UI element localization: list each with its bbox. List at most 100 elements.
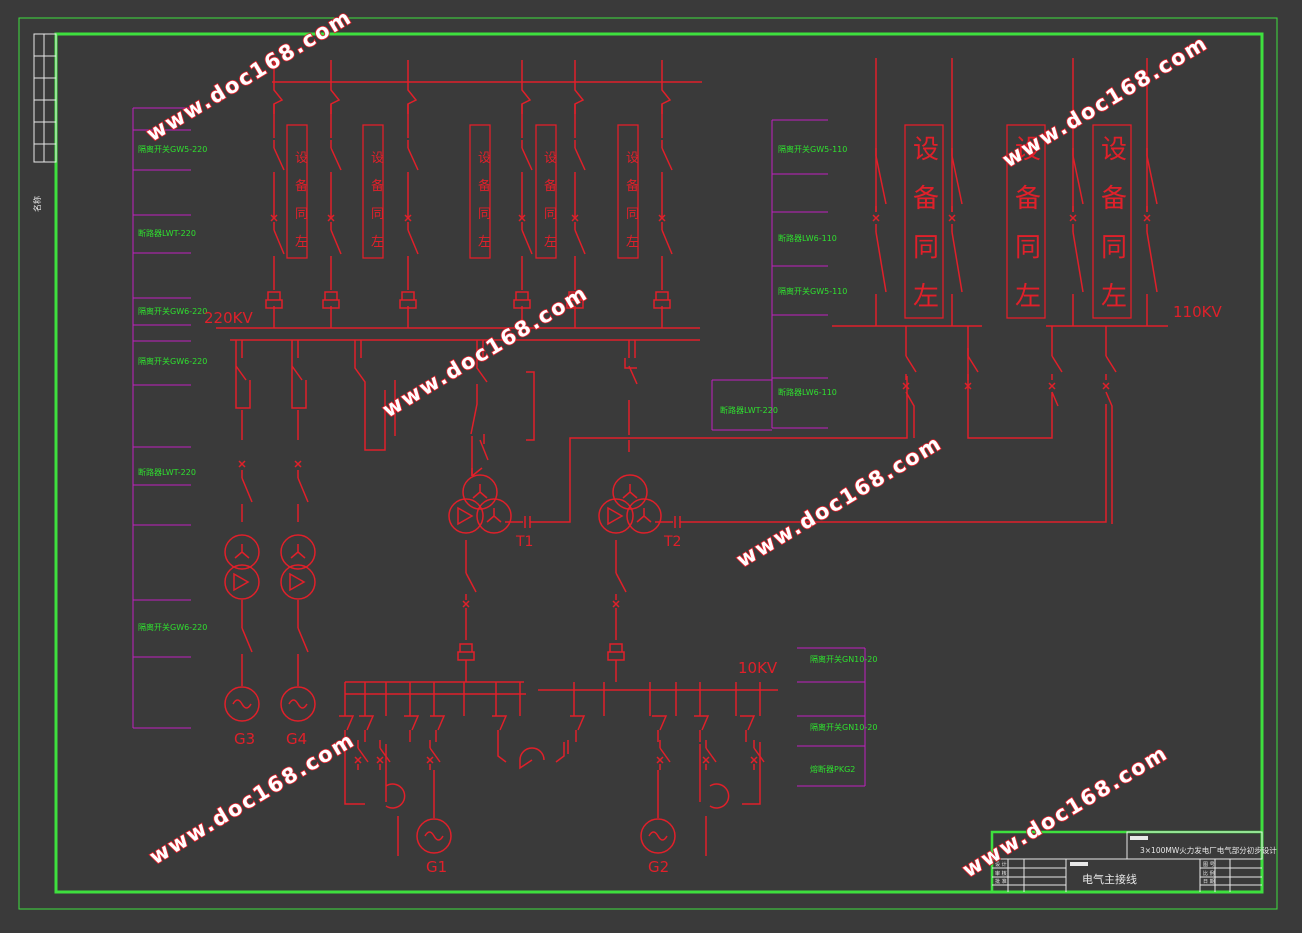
generator xyxy=(640,818,676,854)
title-block: 3×100MW火力发电厂电气部分初步设计 电气主接线 设 计 审 核 批 准 图… xyxy=(990,830,1277,894)
device-box xyxy=(617,124,639,259)
wire xyxy=(659,747,671,763)
legend-label: 熔断器PKG2 xyxy=(810,764,855,774)
wire xyxy=(379,747,391,763)
device-box-char: 左 xyxy=(478,235,491,250)
breaker-x xyxy=(750,756,758,764)
t1-tie xyxy=(505,376,908,528)
device-box xyxy=(469,124,491,259)
wire xyxy=(330,147,342,171)
bus-10-label: 10KV xyxy=(738,659,778,677)
generator-label-g2: G2 xyxy=(648,858,669,876)
wire xyxy=(1146,155,1158,205)
device-box-char: 同 xyxy=(1015,233,1041,263)
wire xyxy=(521,229,533,255)
device-box-char: 左 xyxy=(1015,282,1041,312)
legend-label: 隔离开关GW5-110 xyxy=(778,286,847,296)
legend-label: 隔离开关GW5-110 xyxy=(778,144,847,154)
breaker-x xyxy=(948,214,956,222)
feeder-switch xyxy=(661,82,672,114)
wire xyxy=(574,147,586,171)
star xyxy=(290,544,306,559)
device-box-char: 备 xyxy=(626,178,639,194)
device-box-char: 设 xyxy=(626,151,639,166)
device-box-char: 备 xyxy=(1015,184,1041,214)
branch-10 xyxy=(492,715,508,742)
legend-label: 断路器LWT-220 xyxy=(138,467,196,477)
device-box-char: 同 xyxy=(295,207,308,222)
device-box-char: 设 xyxy=(1101,135,1127,165)
transformer-winding xyxy=(448,498,484,534)
branch xyxy=(354,358,386,451)
branch-10 xyxy=(339,715,355,742)
branch xyxy=(470,358,488,435)
wire xyxy=(429,747,441,763)
transformer-winding xyxy=(224,534,260,570)
delta xyxy=(233,572,250,592)
device-box-char: 备 xyxy=(1101,184,1127,214)
star xyxy=(234,544,250,559)
device-box-char: 设 xyxy=(295,151,308,166)
fuse-group xyxy=(526,371,535,441)
breaker-x xyxy=(238,460,246,468)
branch-10 xyxy=(652,715,668,742)
device-box-char: 备 xyxy=(295,178,308,194)
legend-label: 断路器LW6-110 xyxy=(778,387,837,397)
device-box-char: 左 xyxy=(913,282,939,312)
breaker-x xyxy=(462,600,470,608)
branch xyxy=(624,358,638,452)
transformer-winding xyxy=(224,564,260,600)
breaker-x xyxy=(1143,214,1151,222)
branch-10 xyxy=(359,715,375,742)
delta xyxy=(289,572,306,592)
watermark-6: www.doc168.com xyxy=(958,741,1172,883)
wire xyxy=(574,229,586,255)
device-box-char: 左 xyxy=(295,235,308,250)
star xyxy=(636,508,652,523)
device-box xyxy=(1092,124,1132,319)
wire xyxy=(330,229,342,255)
watermark-4: www.doc168.com xyxy=(732,431,946,573)
transformer-winding xyxy=(280,564,316,600)
watermark-3: www.doc168.com xyxy=(378,281,592,423)
wire xyxy=(241,627,253,653)
side-note: 名称 xyxy=(32,196,42,212)
transformer-label-t1: T1 xyxy=(515,534,533,550)
legend-label: 隔离开关GW5-220 xyxy=(138,144,207,154)
device-box-char: 备 xyxy=(371,178,384,194)
wire xyxy=(471,467,483,477)
watermarks: www.doc168.com www.doc168.com www.doc168… xyxy=(141,4,1213,883)
legend-220: 隔离开关GW5-220断路器LWT-220隔离开关GW6-220隔离开关GW6-… xyxy=(132,107,207,729)
watermark-5: www.doc168.com xyxy=(145,728,359,870)
transformer-winding xyxy=(462,474,498,510)
branch xyxy=(235,358,251,409)
device-box-char: 同 xyxy=(544,207,557,222)
reactor xyxy=(385,783,406,809)
wire xyxy=(615,572,627,593)
margin-table xyxy=(33,33,57,163)
generator-label-g3: G3 xyxy=(234,730,255,748)
branch-10 xyxy=(385,744,701,802)
wire xyxy=(465,572,477,593)
wire xyxy=(661,147,673,171)
legend-label: 断路器LW6-110 xyxy=(778,233,837,243)
tb-label-approve: 批 准 xyxy=(995,878,1007,885)
legend-label: 断路器LWT-220 xyxy=(720,405,778,415)
device-box xyxy=(362,124,384,259)
tb-label-review: 审 核 xyxy=(995,870,1007,877)
wire xyxy=(967,355,979,373)
current-transformer xyxy=(265,291,283,309)
wire xyxy=(1105,355,1117,373)
device-box-char: 设 xyxy=(544,151,557,166)
feeder-switch xyxy=(330,82,341,114)
device-box xyxy=(535,124,557,259)
generator-wave xyxy=(648,831,668,841)
breaker-x xyxy=(1069,214,1077,222)
device-box-char: 左 xyxy=(371,235,384,250)
device-box xyxy=(1006,124,1046,319)
branch-10 xyxy=(694,715,710,742)
device-box-char: 设 xyxy=(1015,135,1041,165)
tb-label-drawing-no: 图 号 xyxy=(1203,862,1215,868)
